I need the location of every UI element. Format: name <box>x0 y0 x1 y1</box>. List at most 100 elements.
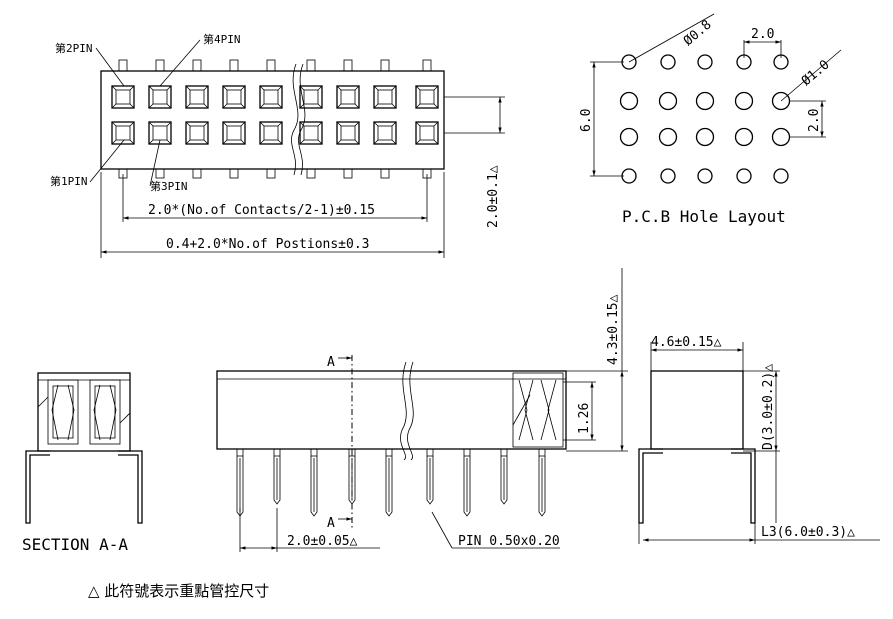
contact-slot <box>415 85 439 109</box>
pcb-layout-title: P.C.B Hole Layout <box>622 207 786 226</box>
pcb-hole <box>621 168 637 184</box>
section-body <box>37 372 131 452</box>
pcb-hole <box>660 54 676 70</box>
pcb-hole <box>736 168 752 184</box>
contact-slot-inner <box>115 89 131 105</box>
pin-bottom <box>306 168 316 179</box>
contact-slot-inner <box>115 125 131 141</box>
pcb-hole <box>660 168 676 184</box>
contact-slot <box>336 85 360 109</box>
front-pin <box>463 456 471 517</box>
front-pin <box>538 456 546 517</box>
front-pin <box>385 456 393 517</box>
contact-slot-inner <box>226 89 242 105</box>
pcb-hole <box>771 127 791 147</box>
pin-bottom <box>380 168 390 179</box>
contact-slot <box>111 85 135 109</box>
contact-slot <box>185 121 209 145</box>
pin4-label: 第4PIN <box>203 32 241 46</box>
contact-slot <box>259 85 283 109</box>
contact-slot <box>299 85 323 109</box>
pin-top <box>306 59 316 72</box>
contact-slot-inner <box>189 125 205 141</box>
connector-body-side-view <box>650 370 744 450</box>
front-pin-base <box>385 448 393 457</box>
pin-top <box>192 59 202 72</box>
pcb-hole <box>619 91 639 111</box>
contact-slot-inner <box>303 125 319 141</box>
height-dimension: 4.3±0.15△ <box>606 294 621 365</box>
tail-length-dimension: L3(6.0±0.3)△ <box>761 525 855 540</box>
pcb-hole <box>658 127 678 147</box>
contact-slot <box>415 121 439 145</box>
pcb-hole <box>619 127 639 147</box>
contact-slot-inner <box>152 125 168 141</box>
pin-bottom <box>155 168 165 179</box>
connector-body-front-view <box>216 370 567 450</box>
inner-height-dimension: 1.26 <box>577 403 592 434</box>
pin-bottom <box>192 168 202 179</box>
pin-pitch-dimension: 2.0±0.05△ <box>287 534 358 549</box>
pin-top <box>229 59 239 72</box>
front-pin-base <box>273 448 281 457</box>
positions-dimension: 0.4+2.0*No.of Postions±0.3 <box>166 237 370 252</box>
side-depth-dimension: D(3.0±0.2)△ <box>761 364 776 450</box>
front-pin <box>310 456 318 517</box>
contact-slot-inner <box>303 89 319 105</box>
contact-slot <box>373 121 397 145</box>
front-pin-base <box>538 448 546 457</box>
hole-diameter-small: Ø0.8 <box>681 17 715 49</box>
contact-slot-inner <box>263 125 279 141</box>
front-pin-base <box>310 448 318 457</box>
section-mark-bottom: A <box>327 516 335 531</box>
pin-bottom <box>343 168 353 179</box>
break-line <box>291 63 299 176</box>
contacts-dimension: 2.0*(No.of Contacts/2-1)±0.15 <box>148 203 375 218</box>
pin-top <box>422 59 432 72</box>
contact-slot-inner <box>340 89 356 105</box>
pin-top <box>343 59 353 72</box>
contact-slot <box>222 121 246 145</box>
pcb-hole <box>697 54 713 70</box>
pin-bottom <box>229 168 239 179</box>
contact-slot <box>259 121 283 145</box>
contact-slot-inner <box>226 125 242 141</box>
pcb-height-dimension: 6.0 <box>579 109 594 132</box>
contact-slot <box>222 85 246 109</box>
pin2-label: 第2PIN <box>55 41 93 55</box>
contact-slot-inner <box>419 89 435 105</box>
front-pin <box>348 456 356 505</box>
front-pin-base <box>426 448 434 457</box>
pcb-hole <box>734 127 754 147</box>
contact-slot <box>373 85 397 109</box>
front-pin-base <box>348 448 356 457</box>
legend-note: △ 此符號表示重點管控尺寸 <box>88 582 269 600</box>
pitch-x-dimension: 2.0 <box>751 27 774 42</box>
front-pin-base <box>500 448 508 457</box>
pin3-label: 第3PIN <box>150 179 188 193</box>
top-view: 第2PIN 第4PIN 第1PIN 第3PIN 2.0*(No.of Conta… <box>50 32 505 258</box>
front-pin <box>273 456 281 505</box>
pin-top <box>118 59 128 72</box>
contact-slot-inner <box>189 89 205 105</box>
contact-slot <box>111 121 135 145</box>
pcb-hole-layout: Ø0.8 2.0 Ø1.0 2.0 6.0 P.C.B Hole Layout <box>579 13 842 226</box>
pin-top <box>380 59 390 72</box>
pin1-label: 第1PIN <box>50 174 88 188</box>
front-pin-base <box>463 448 471 457</box>
pcb-hole <box>658 91 678 111</box>
pcb-hole <box>773 168 789 184</box>
section-view: SECTION A-A <box>22 372 143 554</box>
section-mark-top: A <box>327 355 335 370</box>
pcb-hole <box>695 127 715 147</box>
side-width-dimension: 4.6±0.15△ <box>651 335 722 350</box>
front-pin <box>500 456 508 505</box>
contact-slot <box>185 85 209 109</box>
pcb-hole <box>771 91 791 111</box>
row-pitch-dimension: 2.0±0.1△ <box>486 165 501 228</box>
pcb-hole <box>734 91 754 111</box>
contact-slot-inner <box>152 89 168 105</box>
pin-bottom <box>266 168 276 179</box>
pin-top <box>266 59 276 72</box>
